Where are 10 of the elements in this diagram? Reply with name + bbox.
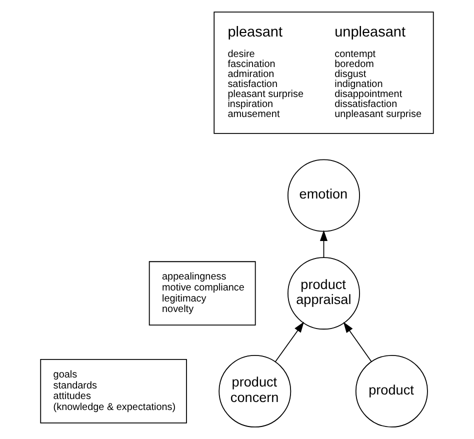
node-circle: emotion (288, 159, 360, 232)
node-circle: product concern (218, 354, 292, 428)
node-box: goals standards attitudes (knowledge & expectations) (40, 359, 187, 424)
arrow (320, 230, 328, 258)
node-circle: product (355, 354, 428, 428)
node-circle: product appraisal (288, 257, 360, 330)
node-box: appealingness motive compliance legitimacy novelty (148, 261, 256, 326)
arrow (343, 322, 372, 362)
arrow (274, 322, 304, 362)
node-box: pleasant desire fascination admiration satisfaction pleasant surprise inspiration amusement unpleasant contempt boredom disgust indignation disappointment dissatisfaction unpleasant surprise (214, 12, 434, 134)
